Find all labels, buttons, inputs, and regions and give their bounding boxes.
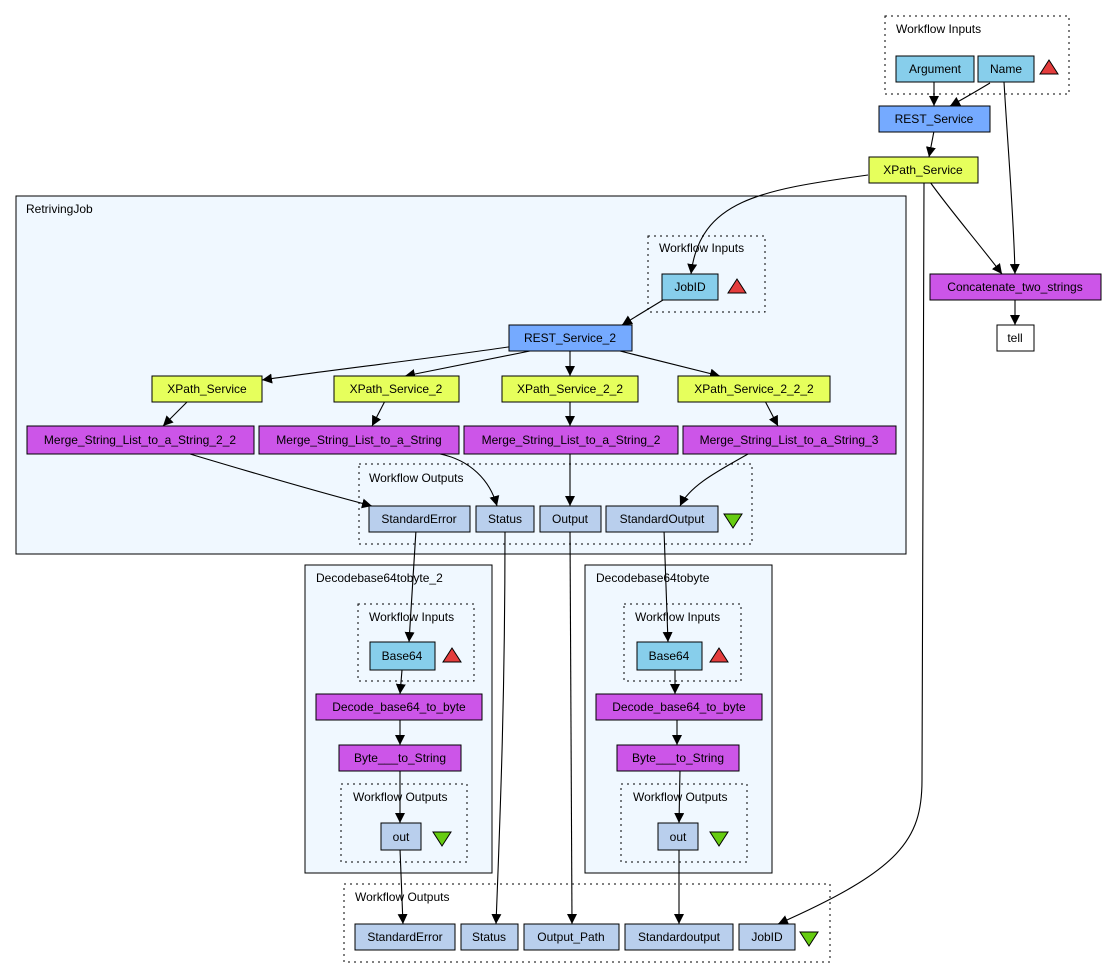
svg-text:out: out (670, 830, 687, 844)
svg-text:StandardOutput: StandardOutput (620, 512, 705, 526)
cluster-top-inputs: Workflow Inputs (884, 15, 1070, 95)
retrieving-output-standard-error[interactable]: StandardError (368, 505, 471, 533)
retrieving-output-output[interactable]: Output (539, 505, 602, 533)
node-xpath-service-2-2-2[interactable]: XPath_Service_2_2_2 (677, 375, 831, 403)
svg-text:Name: Name (990, 62, 1022, 76)
cluster-label-retrieving-job: RetrivingJob (26, 202, 93, 216)
decode2-input-base64[interactable]: Base64 (369, 641, 436, 671)
svg-text:Merge_String_List_to_a_String: Merge_String_List_to_a_String (276, 433, 441, 447)
decode1-node-byte-to-string[interactable]: Byte___to_String (616, 744, 740, 772)
cluster-label-decode2-inputs: Workflow Inputs (369, 610, 454, 624)
svg-text:StandardError: StandardError (381, 512, 456, 526)
decode2-node-byte-to-string[interactable]: Byte___to_String (338, 744, 462, 772)
svg-text:XPath_Service_2_2_2: XPath_Service_2_2_2 (694, 382, 814, 396)
node-rj-xpath-service[interactable]: XPath_Service (151, 375, 263, 403)
node-merge-2-2[interactable]: Merge_String_List_to_a_String_2_2 (26, 425, 255, 455)
output-status[interactable]: Status (460, 923, 519, 951)
svg-text:Status: Status (472, 930, 506, 944)
cluster-label-decode1: Decodebase64tobyte (596, 571, 710, 585)
svg-text:Byte___to_String: Byte___to_String (632, 751, 724, 765)
cluster-retrieving-job: RetrivingJob (15, 195, 907, 555)
svg-text:XPath_Service: XPath_Service (883, 163, 963, 177)
decode2-input-triangle-icon (442, 647, 462, 663)
svg-text:Output_Path: Output_Path (537, 930, 604, 944)
node-xpath-service-2[interactable]: XPath_Service_2 (333, 375, 460, 403)
decode1-input-base64[interactable]: Base64 (636, 641, 703, 671)
input-marker-triangle-icon (1039, 59, 1059, 75)
output-output-path[interactable]: Output_Path (523, 923, 620, 951)
cluster-retrieving-outputs: Workflow Outputs (358, 463, 753, 545)
svg-text:XPath_Service_2_2: XPath_Service_2_2 (517, 382, 623, 396)
decode2-output-out[interactable]: out (380, 822, 422, 851)
svg-text:Base64: Base64 (649, 649, 690, 663)
svg-text:Merge_String_List_to_a_String_: Merge_String_List_to_a_String_2_2 (44, 433, 236, 447)
svg-text:JobID: JobID (674, 280, 706, 294)
decode1-output-out[interactable]: out (657, 822, 699, 851)
cluster-label-decode1-outputs: Workflow Outputs (633, 790, 727, 804)
cluster-retrieving-inputs: Workflow Inputs (647, 235, 766, 313)
output-triangle-icon (799, 931, 819, 947)
node-rest-service-2[interactable]: REST_Service_2 (508, 324, 633, 352)
svg-text:Merge_String_List_to_a_String_: Merge_String_List_to_a_String_2 (482, 433, 661, 447)
decode2-node-decode-base64-to-byte[interactable]: Decode_base64_to_byte (315, 693, 483, 721)
input-argument[interactable]: Argument (895, 55, 975, 83)
node-rest-service[interactable]: REST_Service (878, 105, 991, 133)
node-xpath-service[interactable]: XPath_Service (868, 156, 979, 184)
retrieving-output-status[interactable]: Status (475, 505, 535, 533)
svg-text:Base64: Base64 (382, 649, 423, 663)
output-jobid[interactable]: JobID (738, 923, 796, 951)
decode1-node-decode-base64-to-byte[interactable]: Decode_base64_to_byte (595, 693, 763, 721)
retrieving-output-triangle-icon (723, 513, 743, 529)
svg-text:tell: tell (1007, 331, 1022, 345)
cluster-label-retrieving-inputs: Workflow Inputs (659, 241, 744, 255)
retrieving-output-standard-output[interactable]: StandardOutput (605, 505, 719, 533)
svg-text:REST_Service: REST_Service (895, 112, 974, 126)
svg-text:Merge_String_List_to_a_String_: Merge_String_List_to_a_String_3 (700, 433, 879, 447)
cluster-decode1-outputs: Workflow Outputs (620, 783, 748, 863)
cluster-label-decode1-inputs: Workflow Inputs (635, 610, 720, 624)
cluster-label-top-inputs: Workflow Inputs (896, 22, 981, 36)
svg-text:JobID: JobID (751, 930, 783, 944)
svg-text:Concatenate_two_strings: Concatenate_two_strings (947, 280, 1082, 294)
node-tell-constant[interactable]: tell (996, 324, 1035, 352)
cluster-label-retrieving-outputs: Workflow Outputs (369, 471, 463, 485)
svg-text:StandardError: StandardError (367, 930, 442, 944)
svg-text:Status: Status (488, 512, 522, 526)
node-merge-2[interactable]: Merge_String_List_to_a_String_2 (463, 425, 679, 455)
node-concatenate-two-strings[interactable]: Concatenate_two_strings (929, 273, 1102, 301)
edges (162, 81, 1020, 925)
svg-text:XPath_Service: XPath_Service (167, 382, 247, 396)
output-standard-error[interactable]: StandardError (354, 923, 456, 951)
decode2-output-triangle-icon (432, 831, 452, 847)
decode1-output-triangle-icon (709, 831, 729, 847)
svg-text:Decode_base64_to_byte: Decode_base64_to_byte (332, 700, 466, 714)
svg-text:Byte___to_String: Byte___to_String (354, 751, 446, 765)
input-name[interactable]: Name (977, 55, 1035, 83)
svg-text:Argument: Argument (909, 62, 962, 76)
node-merge[interactable]: Merge_String_List_to_a_String (258, 425, 460, 455)
cluster-decode2-inputs: Workflow Inputs (357, 603, 475, 682)
svg-text:out: out (393, 830, 410, 844)
svg-text:Standardoutput: Standardoutput (638, 930, 721, 944)
decode1-input-triangle-icon (709, 647, 729, 663)
svg-text:Decode_base64_to_byte: Decode_base64_to_byte (612, 700, 746, 714)
retrieving-input-triangle-icon (727, 278, 747, 294)
retrieving-input-jobid[interactable]: JobID (661, 273, 719, 301)
node-merge-3[interactable]: Merge_String_List_to_a_String_3 (682, 425, 897, 455)
svg-text:XPath_Service_2: XPath_Service_2 (350, 382, 443, 396)
node-xpath-service-2-2[interactable]: XPath_Service_2_2 (501, 375, 639, 403)
cluster-decode1-inputs: Workflow Inputs (623, 603, 742, 682)
svg-text:Output: Output (552, 512, 589, 526)
svg-text:REST_Service_2: REST_Service_2 (524, 331, 616, 345)
output-standardoutput[interactable]: Standardoutput (624, 923, 734, 951)
cluster-label-decode2: Decodebase64tobyte_2 (316, 571, 443, 585)
